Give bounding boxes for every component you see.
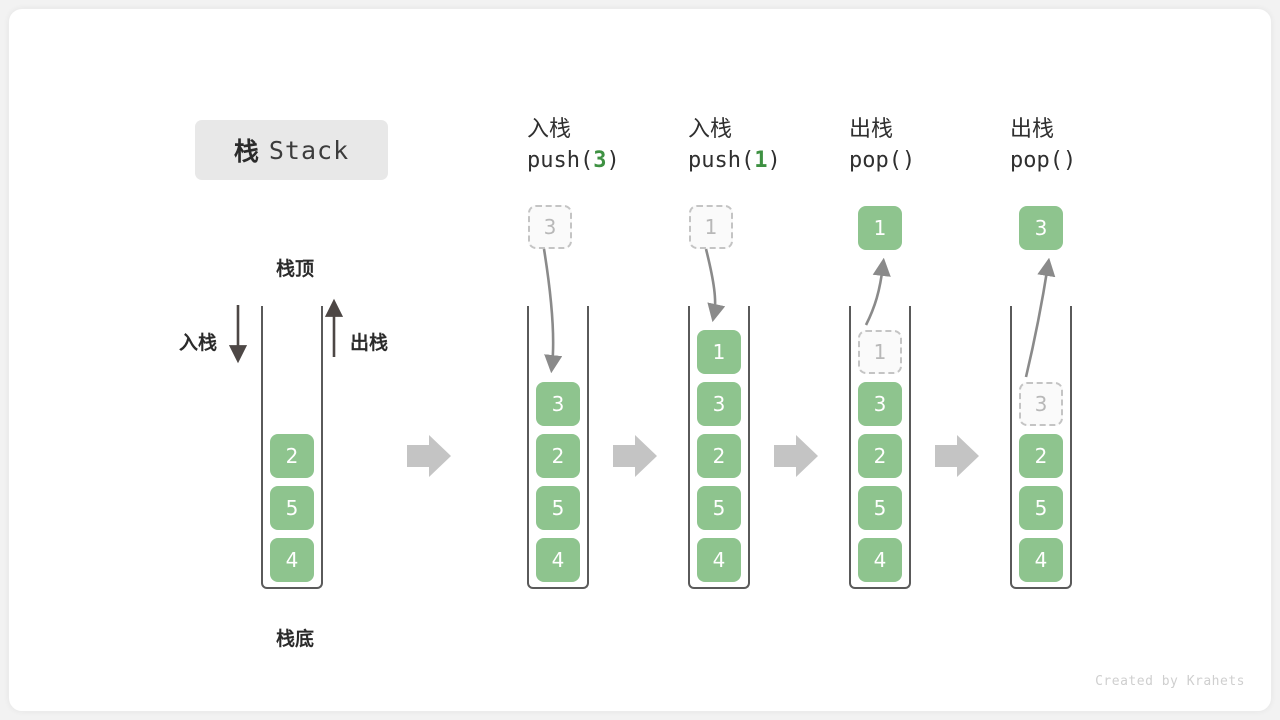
header-cn: 出栈 [849,117,894,142]
stack-container [261,306,323,589]
code-arg: 1 [754,148,768,173]
stack-cell-removed: 3 [1019,382,1063,426]
code-pre: push( [527,148,594,173]
title-en: Stack [268,135,350,165]
stack-cell: 3 [536,382,580,426]
stack-container [527,306,589,589]
stack-cell: 2 [858,434,902,478]
stack-cell: 4 [858,538,902,582]
floating-value-box: 3 [1019,206,1063,250]
floating-value-box: 3 [528,205,572,249]
header-code: pop() [1010,145,1210,177]
push-direction-label: 入栈 [179,332,218,354]
stack-cell: 2 [270,434,314,478]
stack-cell: 5 [697,486,741,530]
stack-cell: 2 [1019,434,1063,478]
stack-cell: 4 [697,538,741,582]
column-header-push-1: 入栈 push(1) [688,115,888,177]
stack-cell: 5 [536,486,580,530]
stack-cell: 2 [536,434,580,478]
pop-direction-label: 出栈 [350,332,389,354]
credit-text: Created by Krahets [1095,674,1245,689]
stack-bottom-label: 栈底 [275,628,314,650]
right-arrow-icon [935,435,979,477]
code-arg: 3 [593,148,607,173]
header-cn: 入栈 [527,117,572,142]
stack-cell: 5 [1019,486,1063,530]
stack-cell: 2 [697,434,741,478]
diagram-title-chip: 栈 Stack [195,120,388,180]
header-code: pop() [849,145,1049,177]
floating-value-box: 1 [689,205,733,249]
header-code: push(3) [527,145,727,177]
stack-cell: 3 [697,382,741,426]
code-post: ) [1062,148,1077,173]
code-post: ) [606,148,620,173]
stack-cell: 4 [270,538,314,582]
stack-cell-removed: 1 [858,330,902,374]
header-cn: 入栈 [688,117,733,142]
code-pre: push( [688,148,755,173]
header-code: push(1) [688,145,888,177]
column-header-pop-1: 出栈 pop() [849,115,1049,177]
header-cn: 出栈 [1010,117,1055,142]
floating-value-box: 1 [858,206,902,250]
stack-cell: 5 [270,486,314,530]
stack-top-label: 栈顶 [275,258,314,280]
code-pre: pop( [1010,148,1063,173]
column-header-push-3: 入栈 push(3) [527,115,727,177]
stack-cell: 4 [1019,538,1063,582]
stack-container [688,306,750,589]
column-header-pop-2: 出栈 pop() [1010,115,1210,177]
title-cn: 栈 [233,137,259,166]
stack-cell: 5 [858,486,902,530]
code-pre: pop( [849,148,902,173]
stack-cell: 1 [697,330,741,374]
right-arrow-icon [774,435,818,477]
diagram-canvas: 栈 Stack 栈顶 栈底 入栈 出栈 2 5 4 入栈 push(3) 3 3… [8,8,1272,712]
stack-container [1010,306,1072,589]
right-arrow-icon [407,435,451,477]
code-post: ) [767,148,781,173]
code-post: ) [901,148,916,173]
right-arrow-icon [613,435,657,477]
stack-cell: 4 [536,538,580,582]
stack-container [849,306,911,589]
stack-cell: 3 [858,382,902,426]
